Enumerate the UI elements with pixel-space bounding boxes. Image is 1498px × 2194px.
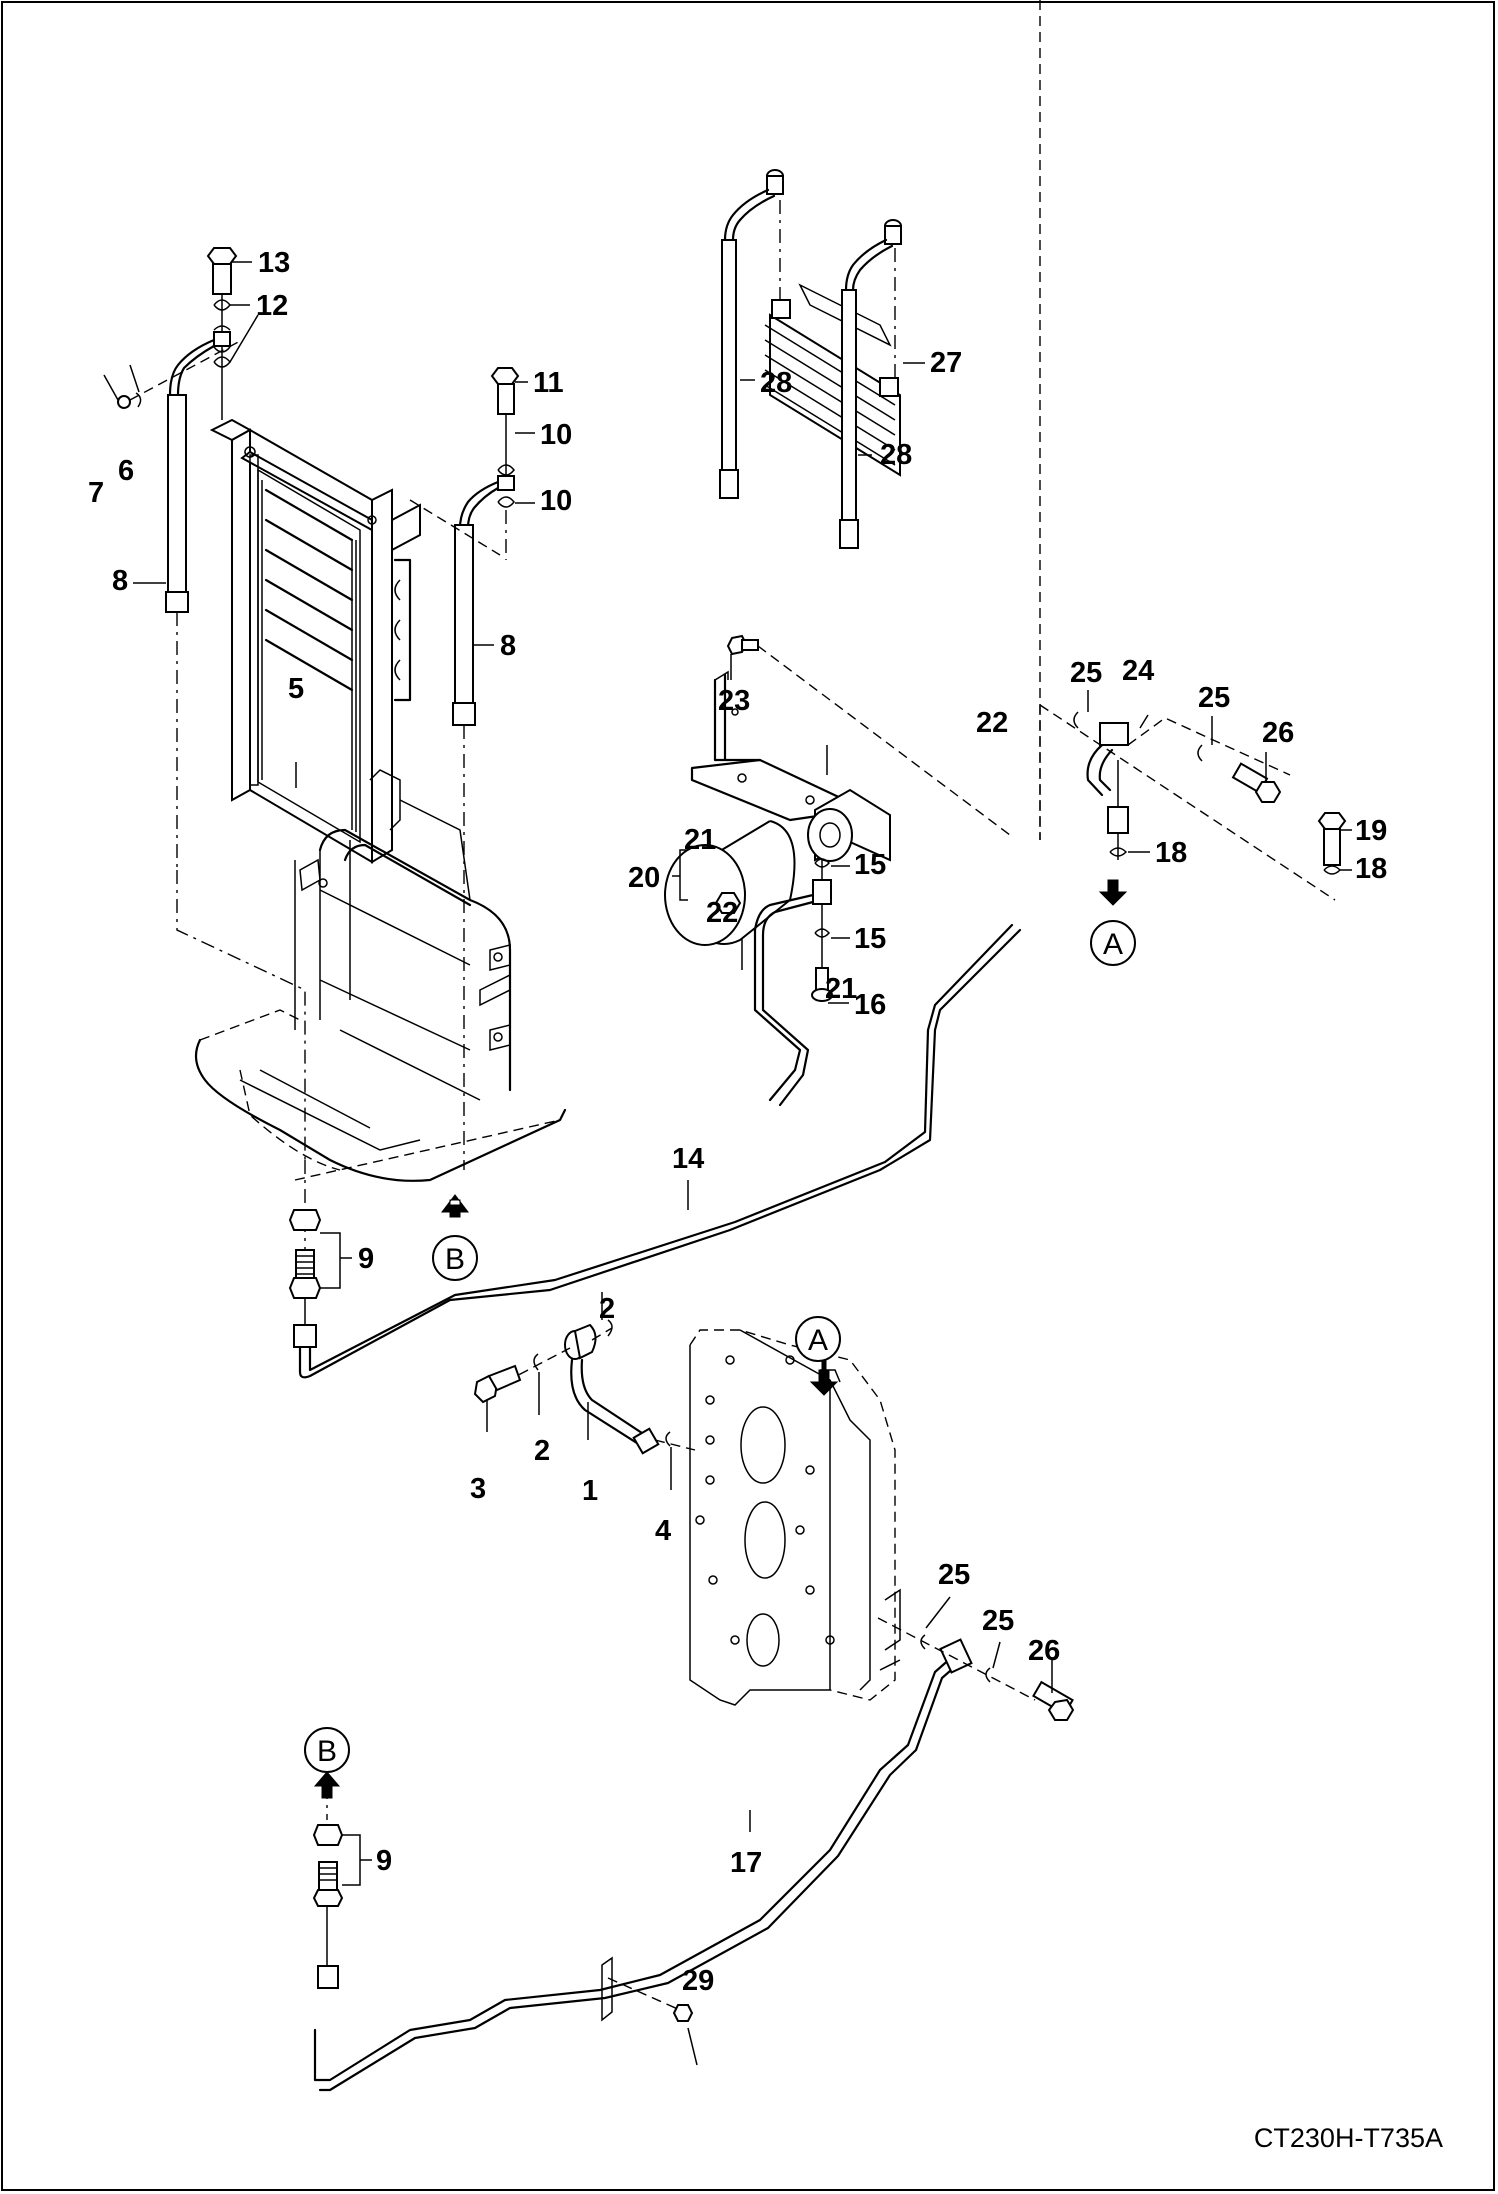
oil-cooler-part-5 (209, 418, 421, 864)
reference-letter: A (1103, 928, 1123, 961)
callout-8: 8 (112, 565, 128, 597)
callout-21: 21 (684, 824, 716, 856)
callout-18: 18 (1355, 853, 1387, 885)
callout-5: 5 (288, 673, 304, 705)
callout-10: 10 (540, 485, 572, 517)
pipe-part-1 (504, 1319, 696, 1455)
callout-25: 25 (982, 1605, 1014, 1637)
fitting-part-9-upper (288, 1209, 322, 1348)
callout-20: 20 (628, 862, 660, 894)
callout-13: 13 (258, 247, 290, 279)
reference-letter: B (317, 1735, 337, 1768)
callout-2: 2 (534, 1435, 550, 1467)
reference-marker-a: A (795, 1316, 841, 1362)
callout-11: 11 (533, 367, 564, 399)
transmission-cover-plate (689, 1329, 901, 1706)
callout-25: 25 (938, 1559, 970, 1591)
callout-29: 29 (682, 1965, 714, 1997)
callout-25: 25 (1198, 682, 1230, 714)
callout-25: 25 (1070, 657, 1102, 689)
filter-head-part-22 (807, 788, 891, 862)
banjo-bolt-part-13 (206, 247, 238, 420)
callout-6: 6 (118, 455, 134, 487)
callout-22: 22 (976, 707, 1008, 739)
mounting-frame (176, 769, 567, 1182)
callout-9: 9 (376, 1845, 392, 1877)
reference-circle (304, 1727, 350, 1773)
callout-21: 21 (825, 973, 857, 1005)
oil-pipe-part-17 (313, 1617, 1075, 2092)
hose-part-28-right (839, 219, 902, 549)
callout-16: 16 (854, 989, 886, 1021)
hose-part-8-left (165, 338, 216, 870)
callout-15: 15 (854, 923, 886, 955)
bolt-part-23 (726, 634, 1011, 836)
callout-18: 18 (1155, 837, 1187, 869)
reference-circle (795, 1316, 841, 1362)
callout-1: 1 (582, 1475, 598, 1507)
oil-cooler-part-27 (764, 283, 901, 477)
callout-2: 2 (599, 1293, 615, 1325)
callout-12: 12 (256, 290, 288, 322)
reference-marker-b: B (432, 1235, 478, 1281)
callout-9: 9 (358, 1243, 374, 1275)
fitting-part-9-lower (312, 1785, 344, 1989)
reference-letter: B (445, 1243, 465, 1276)
reference-letter: A (808, 1324, 828, 1357)
callout-24: 24 (1122, 655, 1154, 687)
fitting-part-24 (1039, 0, 1336, 901)
hose-part-8-right (409, 367, 520, 1170)
filter-cartridge-part-21 (664, 820, 796, 946)
hardware-parts-15-16 (753, 858, 833, 1107)
reference-marker-b: B (304, 1727, 350, 1773)
leader-lines (103, 261, 1352, 2066)
reference-circle (432, 1235, 478, 1281)
banjo-bolt-part-3 (473, 1364, 522, 1404)
callout-27: 27 (930, 347, 962, 379)
callout-3: 3 (470, 1473, 486, 1505)
callout-4: 4 (655, 1515, 671, 1547)
callout-7: 7 (88, 477, 104, 509)
nut-washer-parts-6-7 (117, 339, 243, 409)
brackets (320, 849, 688, 1886)
reference-circle (1090, 920, 1136, 966)
callout-22: 22 (706, 897, 738, 929)
oil-pipe-part-14 (298, 923, 1022, 1379)
callout-15: 15 (854, 849, 886, 881)
callout-17: 17 (730, 1847, 762, 1879)
callout-14: 14 (672, 1143, 704, 1175)
callout-28: 28 (760, 367, 792, 399)
callout-19: 19 (1355, 815, 1387, 847)
figure-code: CT230H-T735A (1254, 2123, 1443, 2153)
reference-arrows (313, 879, 1128, 1799)
reference-marker-a: A (1090, 920, 1136, 966)
callout-8: 8 (500, 630, 516, 662)
callout-10: 10 (540, 419, 572, 451)
hose-part-28-left (719, 169, 784, 499)
callout-26: 26 (1262, 717, 1294, 749)
callout-28: 28 (880, 439, 912, 471)
callout-23: 23 (718, 685, 750, 717)
callout-26: 26 (1028, 1635, 1060, 1667)
